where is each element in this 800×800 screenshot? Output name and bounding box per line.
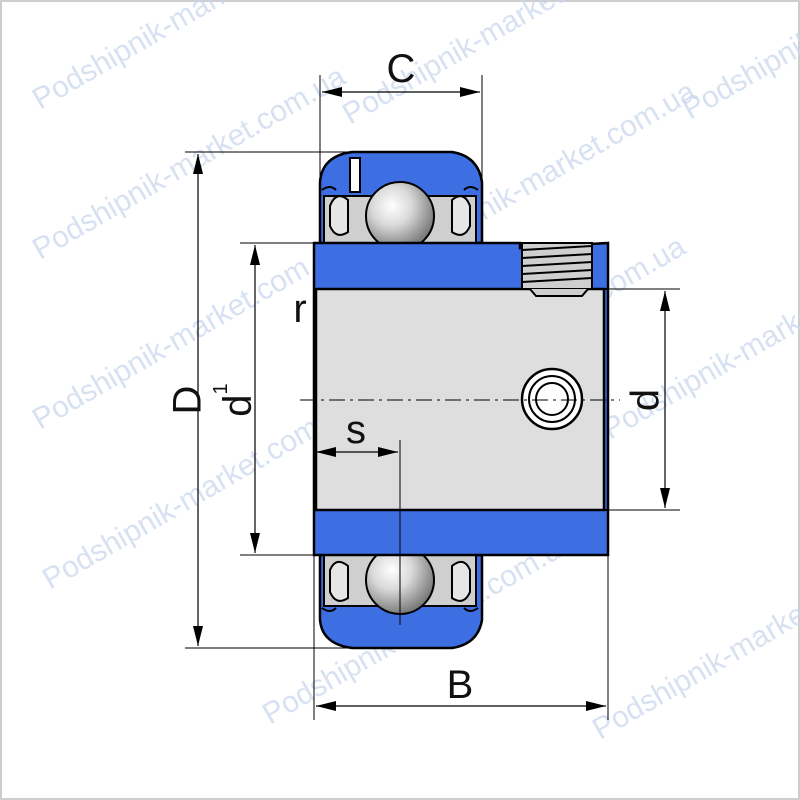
dimension-d1: d1 xyxy=(210,245,260,553)
label-r: r xyxy=(293,287,306,331)
label-d1: d1 xyxy=(210,383,259,416)
label-D: D xyxy=(166,386,210,415)
dimension-b: B xyxy=(316,663,606,711)
side-hole xyxy=(520,367,584,431)
label-c: C xyxy=(387,47,416,91)
label-d: d xyxy=(624,389,668,411)
ring-slot xyxy=(349,157,361,193)
outer-ring-top xyxy=(318,150,484,251)
dimension-s: s xyxy=(316,408,398,457)
label-B: B xyxy=(447,663,474,707)
label-d1-sub: 1 xyxy=(210,383,232,394)
outer-ring-bottom xyxy=(318,545,484,650)
inner-ring xyxy=(312,241,610,557)
set-screw xyxy=(521,242,593,297)
dimension-c: C xyxy=(322,47,480,97)
label-s: s xyxy=(346,408,366,452)
dimension-d-bore: d xyxy=(624,291,670,508)
ball-top xyxy=(365,181,435,251)
dimension-d-outer: D xyxy=(166,154,210,646)
extension-lines xyxy=(185,75,680,720)
label-d1-main: d xyxy=(216,394,260,416)
